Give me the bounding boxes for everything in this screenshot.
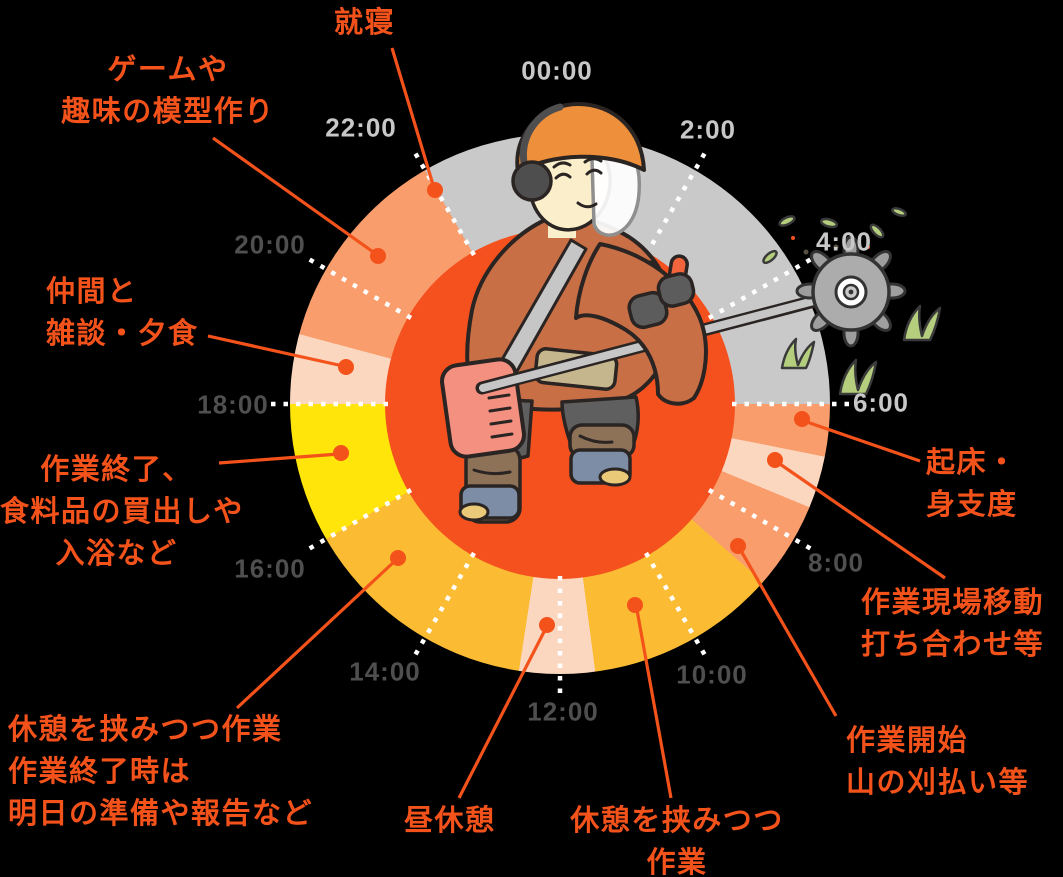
time-label-1600: 16:00 xyxy=(234,553,306,584)
boot-back-toe xyxy=(458,502,490,522)
tick-line-0200 xyxy=(644,149,708,257)
callout-dinner: 仲間と 雑談・夕食 xyxy=(46,271,199,355)
grass-tuft-below xyxy=(838,358,878,396)
callout-work-pm-line2: 作業終了時は xyxy=(8,756,192,788)
time-label-1400: 14:00 xyxy=(349,656,421,687)
time-label-1000: 10:00 xyxy=(676,659,748,690)
time-label-1800: 18:00 xyxy=(197,389,269,420)
callout-work-end: 作業終了、 食料品の買出しや 入浴など xyxy=(0,449,244,575)
callout-work-start-line1: 作業開始 xyxy=(846,725,969,757)
callout-lines xyxy=(207,47,946,799)
tick-line-0400 xyxy=(707,256,815,320)
callout-games: ゲームや 趣味の模型作り xyxy=(52,49,284,133)
grass-tufts xyxy=(762,207,942,396)
callout-work-pm-line1: 休憩を挟みつつ作業 xyxy=(8,714,283,746)
tick-line-1000 xyxy=(644,551,708,659)
closed-eyes xyxy=(554,168,603,180)
callout-work-end-line3: 入浴など xyxy=(55,538,178,570)
tick-line-2000 xyxy=(305,256,413,320)
tick-line-0800 xyxy=(707,488,815,552)
callout-work-pm-line3: 明日の準備や報告など xyxy=(8,798,314,830)
grass-clipping xyxy=(778,215,796,227)
ear-muff-band xyxy=(519,103,564,167)
callout-work-am-line1: 休憩を挟みつつ xyxy=(570,805,784,837)
time-label-0400: 4:00 xyxy=(815,226,873,257)
dot-wakeup xyxy=(794,411,810,427)
grass-clipping xyxy=(869,223,885,239)
callout-work-end-line1: 作業終了、 xyxy=(40,454,193,486)
leader-work-pm xyxy=(235,558,398,710)
callout-work-am-line2: 作業 xyxy=(646,847,708,877)
callout-dots xyxy=(333,182,810,633)
callout-commute: 作業現場移動 打ち合わせ等 xyxy=(861,582,1044,666)
leader-work-start xyxy=(738,548,838,717)
leader-wakeup xyxy=(803,419,921,463)
callout-work-start-line2: 山の刈払い等 xyxy=(846,767,1030,799)
callout-dinner-line1: 仲間と xyxy=(46,276,138,308)
tick-line-1400 xyxy=(412,551,476,659)
time-label-0200: 2:00 xyxy=(679,114,737,145)
time-label-0800: 8:00 xyxy=(807,547,865,578)
leader-work-am xyxy=(635,609,673,799)
callout-wakeup: 起床・ 身支度 xyxy=(926,442,1018,526)
dot-dinner xyxy=(338,359,354,375)
dot-work-am xyxy=(627,597,643,613)
glove-right xyxy=(656,272,696,308)
callout-work-am: 休憩を挟みつつ 作業 xyxy=(568,800,786,877)
callout-lunch-line1: 昼休憩 xyxy=(404,805,496,837)
callout-wakeup-line2: 身支度 xyxy=(926,489,1018,521)
grass-tuft-right xyxy=(902,304,942,342)
leader-work-end xyxy=(218,452,340,465)
leader-games xyxy=(212,136,377,256)
ear-muff xyxy=(511,160,553,202)
callout-games-line1: ゲームや xyxy=(107,54,229,86)
time-label-0000: 00:00 xyxy=(521,55,593,86)
callout-wakeup-line1: 起床・ xyxy=(926,447,1018,479)
callout-games-line2: 趣味の模型作り xyxy=(61,96,275,128)
dot-commute xyxy=(767,452,783,468)
leader-commute xyxy=(776,460,946,580)
grass-clipping xyxy=(762,249,778,265)
grass-clipping xyxy=(891,207,907,217)
leader-sleep xyxy=(390,47,436,189)
time-label-1200: 12:00 xyxy=(527,696,599,727)
time-label-2000: 20:00 xyxy=(234,229,306,260)
callout-lunch: 昼休憩 xyxy=(404,800,496,842)
dot-games xyxy=(370,248,386,264)
callout-commute-line1: 作業現場移動 xyxy=(861,587,1045,619)
grass-clipping xyxy=(819,217,839,229)
boot-front-toe xyxy=(598,467,632,487)
eyebrows xyxy=(552,157,603,169)
blade-hub-center xyxy=(848,289,854,295)
tick-line-2200 xyxy=(412,149,476,257)
dot-lunch xyxy=(539,617,555,633)
leader-dinner xyxy=(207,334,344,368)
leader-lunch xyxy=(457,627,548,799)
dot-work-pm xyxy=(390,550,406,566)
callout-work-start: 作業開始 山の刈払い等 xyxy=(846,720,1029,804)
rotary-blade xyxy=(795,235,907,348)
callout-dinner-line2: 雑談・夕食 xyxy=(46,318,199,350)
debris-specks xyxy=(791,236,870,255)
callout-work-end-line2: 食料品の買出しや xyxy=(0,496,244,528)
callout-work-pm: 休憩を挟みつつ作業 作業終了時は 明日の準備や報告など xyxy=(8,709,313,835)
gaiter-front-wrap xyxy=(578,434,614,444)
callout-sleep-line1: 就寝 xyxy=(334,7,396,39)
time-label-0600: 6:00 xyxy=(852,387,910,418)
smile-mouth xyxy=(576,201,598,209)
dot-sleep xyxy=(427,182,443,198)
time-label-2200: 22:00 xyxy=(325,112,397,143)
dot-work-end xyxy=(333,445,349,461)
tick-line-1600 xyxy=(305,488,413,552)
worker-illustration xyxy=(440,102,942,524)
grass-tuft-on-ring xyxy=(780,337,816,370)
callout-commute-line2: 打ち合わせ等 xyxy=(861,629,1045,661)
callout-sleep: 就寝 xyxy=(334,2,395,44)
dot-work-start xyxy=(730,538,746,554)
engine-unit xyxy=(440,357,526,459)
